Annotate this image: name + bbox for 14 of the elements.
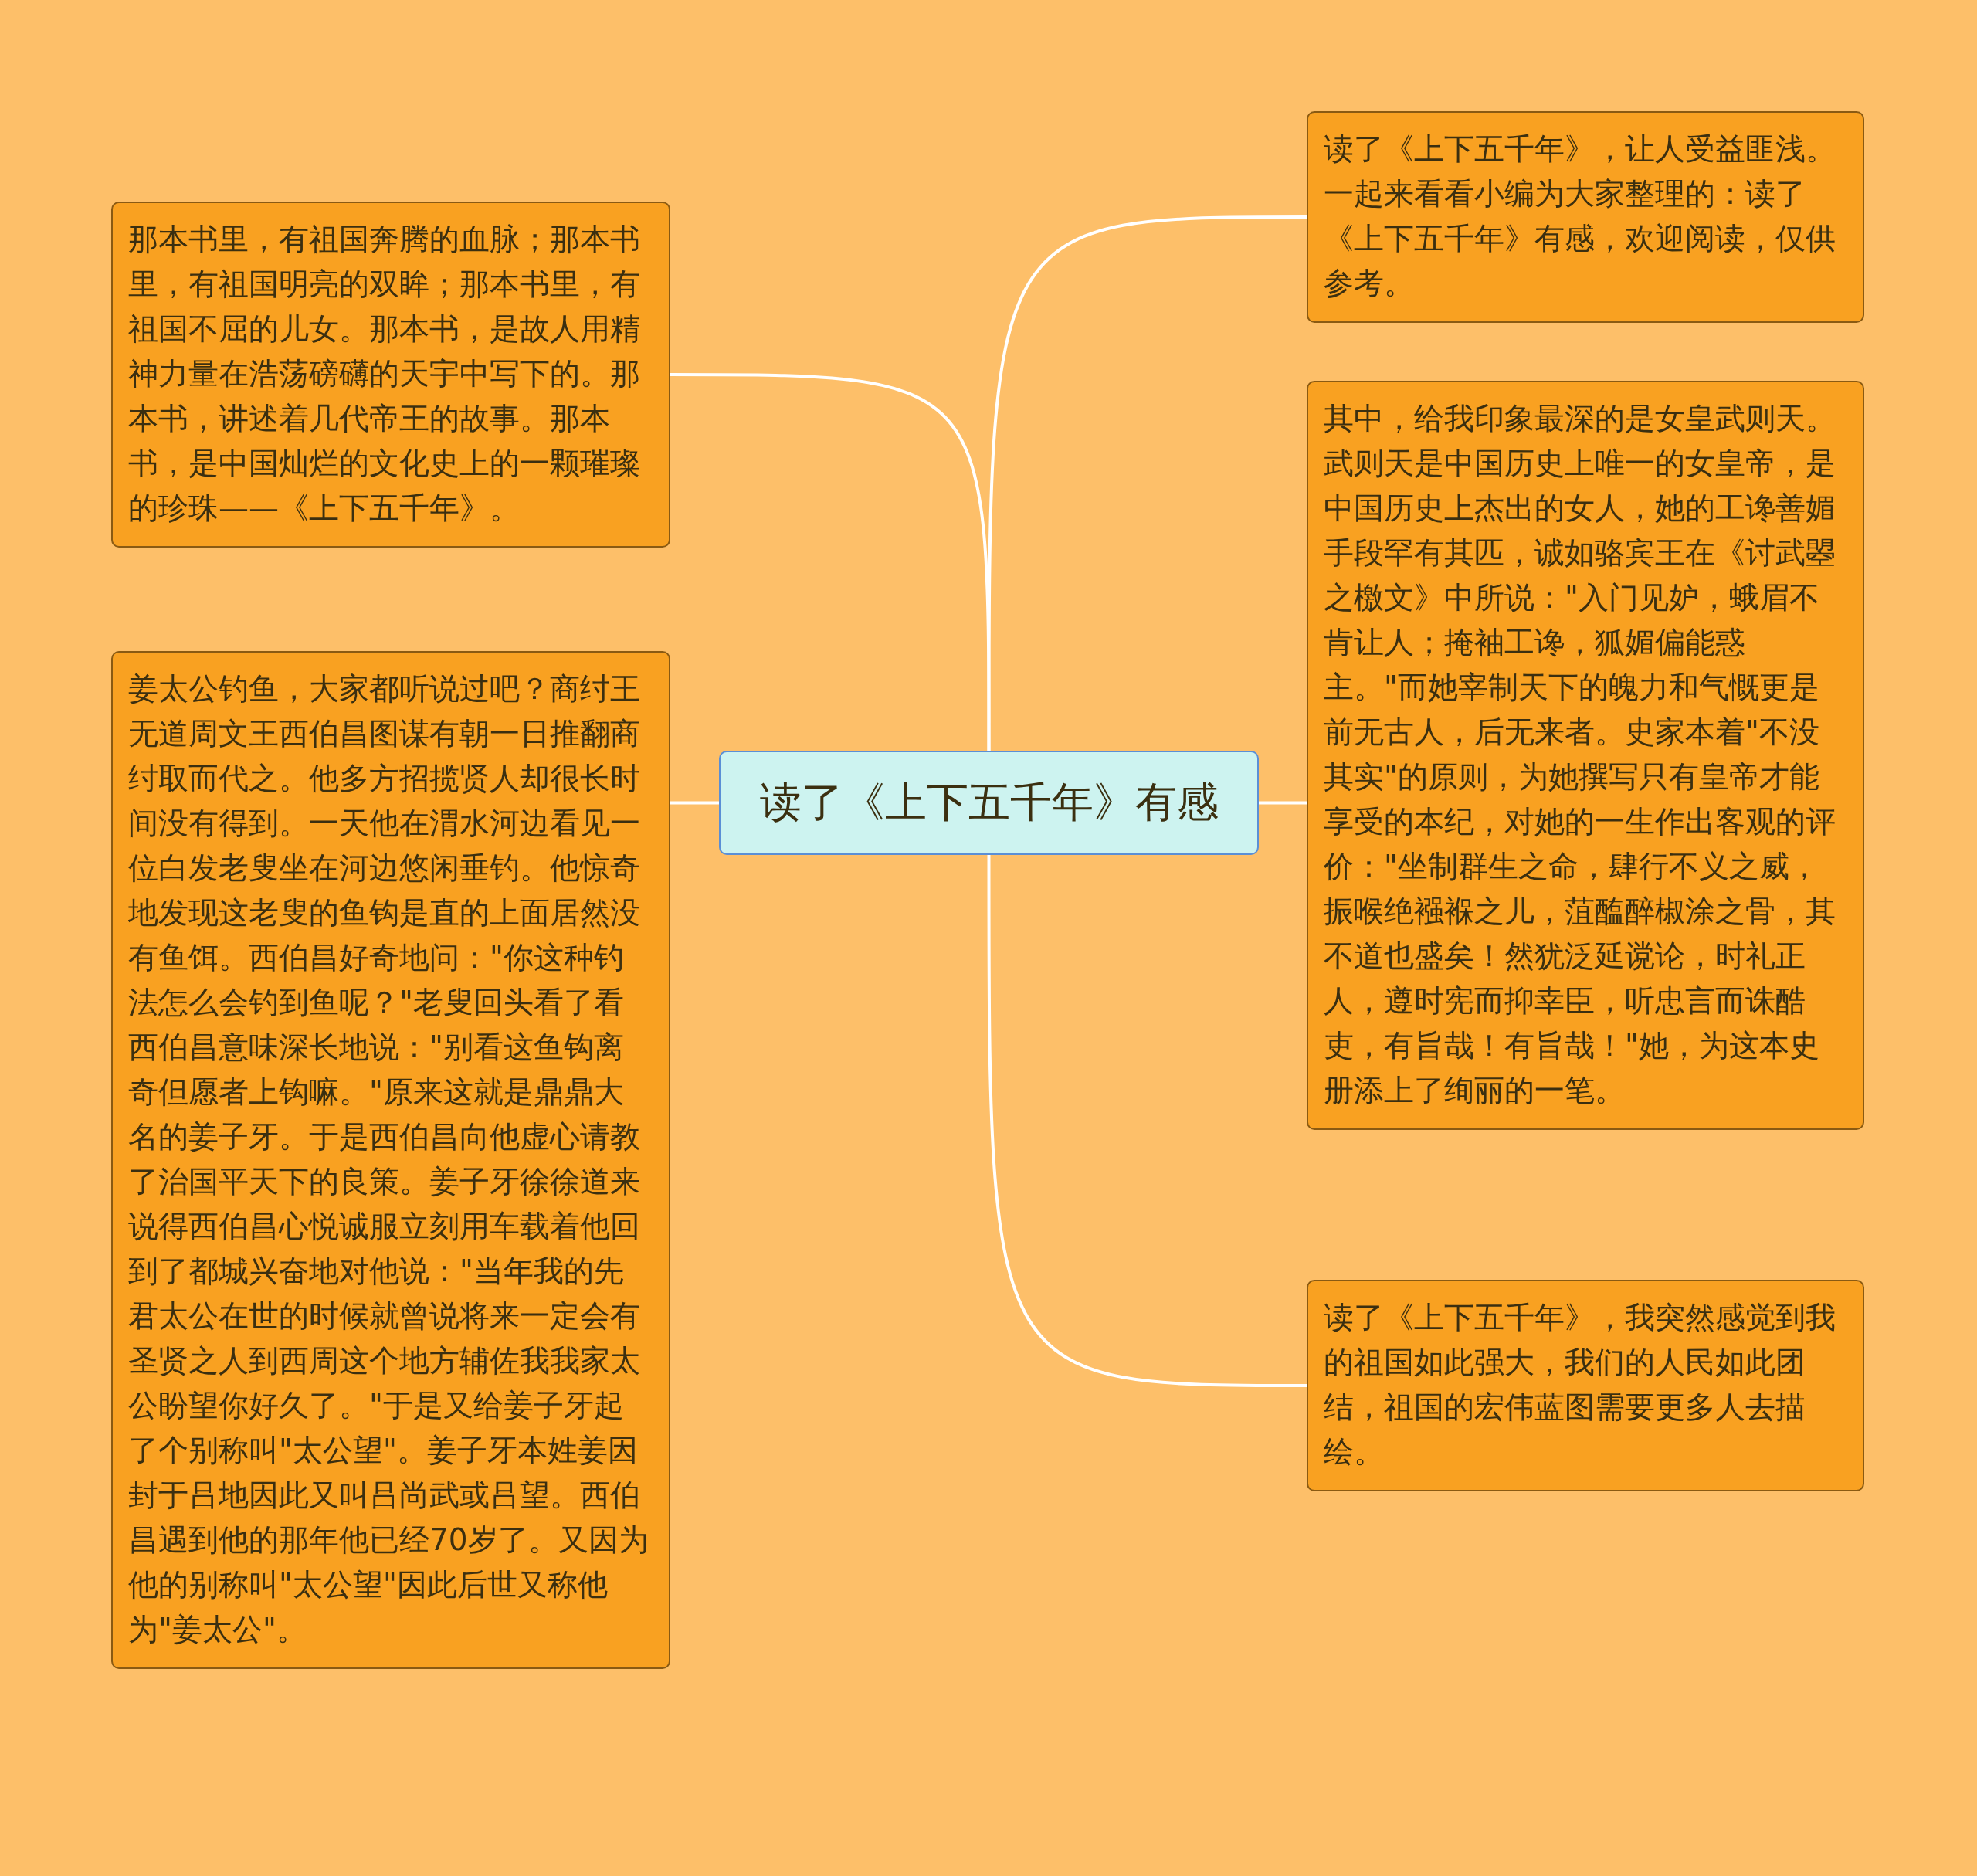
paragraph: 读了《上下五千年》，让人受益匪浅。一起来看看小编为大家整理的：读了《上下五千年》有感，欢迎阅读，仅供参考。	[1324, 131, 1836, 302]
connector-line	[987, 855, 1307, 1387]
paragraph: 其中，给我印象最深的是女皇武则天。武则天是中国历史上唯一的女皇帝，是中国历史上杰出的女人，她的工谗善媚手段罕有其匹，诚如骆宾王在《讨武曌之檄文》中所说："入门见妒，蛾眉不肯让人；掩袖工谗，狐媚偏能惑主。"而她宰制天下的魄力和气慨更是前无古人，后无来者。史家本着"不没其实"的原则，为她撰写只有皇帝才能享受的本纪，对她的一生作出客观的评价："坐制群生之命，肆行不义之威，振喉绝襁褓之儿，菹醢醉椒涂之骨，其不道也盛矣！然犹泛延谠论，时礼正人，遵时宪而抑幸臣，听忠言而诛酷吏，有旨哉！有旨哉！"她，为这本史册添上了绚丽的一笔。	[1324, 400, 1836, 1109]
text-box	[1307, 111, 1864, 323]
text-box	[1307, 1280, 1864, 1491]
connector-line	[670, 801, 719, 805]
topic-box	[719, 751, 1259, 855]
paragraph: 姜太公钓鱼，大家都听说过吧？商纣王无道周文王西伯昌图谋有朝一日推翻商纣取而代之。他多方招揽贤人却很长时间没有得到。一天他在渭水河边看见一位白发老叟坐在河边悠闲垂钓。他惊奇地发现这老叟的鱼钩是直的上面居然没有鱼饵。西伯昌好奇地问："你这种钓法怎么会钓到鱼呢？"老叟回头看了看西伯昌意味深长地说："别看这鱼钩离奇但愿者上钩嘛。"原来这就是鼎鼎大名的姜子牙。于是西伯昌向他虚心请教了治国平天下的良策。姜子牙徐徐道来说得西伯昌心悦诚服立刻用车载着他回到了都城兴奋地对他说："当年我的先君太公在世的时候就曾说将来一定会有圣贤之人到西周这个地方辅佐我我家太公盼望你好久了。"于是又给姜子牙起了个别称叫"太公望"。姜子牙本姓姜因封于吕地因此又叫吕尚武或吕望。西伯昌遇到他的那年他已经70岁了。又因为他的别称叫"太公望"因此后世又称他为"姜太公"。	[128, 670, 649, 1648]
connector-line	[1259, 801, 1307, 805]
connector-line	[987, 215, 1307, 751]
paragraph: 读了《上下五千年》，我突然感觉到我的祖国如此强大，我们的人民如此团结，祖国的宏伟蓝图需要更多人去描绘。	[1324, 1299, 1836, 1471]
topic-title: 读了《上下五千年》有感	[759, 778, 1219, 828]
paragraph: 那本书里，有祖国奔腾的血脉；那本书里，有祖国明亮的双眸；那本书里，有祖国不屈的儿女。那本书，是故人用精神力量在浩荡磅礴的天宇中写下的。那本书，讲述着几代帝王的故事。那本书，是中国灿烂的文化史上的一颗璀璨的珍珠——《上下五千年》。	[128, 221, 641, 527]
text-box	[111, 202, 670, 548]
